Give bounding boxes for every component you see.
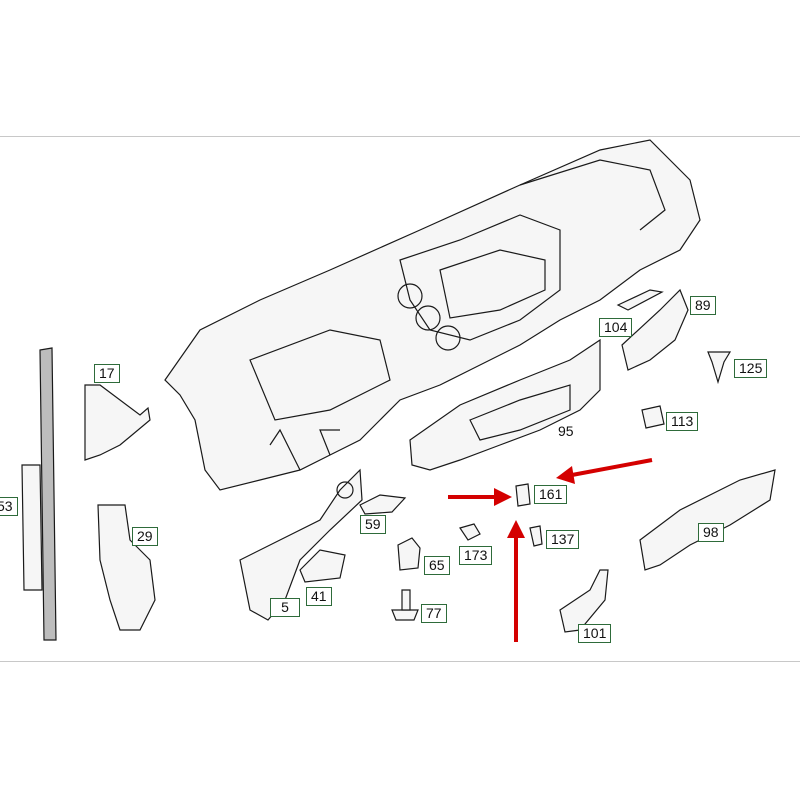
callout-161: 161: [534, 485, 568, 504]
part-161-shape: [515, 483, 531, 507]
part-17-shape: [84, 384, 151, 461]
callout-98: 98: [698, 523, 724, 542]
callout-113: 113: [666, 412, 699, 431]
arrow-right: [571, 458, 653, 477]
callout-104: 104: [599, 318, 633, 337]
part-29-shape: [97, 504, 156, 631]
part-173-shape: [459, 523, 481, 541]
part-137-shape: [529, 525, 543, 547]
callout-89: 89: [690, 296, 716, 315]
callout-77: 77: [421, 604, 447, 623]
part-98-shape: [639, 469, 776, 571]
callout-5: 5: [270, 598, 300, 617]
part-101-shape: [559, 569, 609, 633]
part-113-shape: [641, 405, 665, 429]
callout-41: 41: [306, 587, 332, 606]
part-125-shape: [707, 351, 732, 385]
callout-137: 137: [546, 530, 580, 549]
diagram-frame: [0, 136, 800, 662]
part-41-shape: [299, 549, 346, 583]
callout-17: 17: [94, 364, 120, 383]
callout-101: 101: [578, 624, 612, 643]
part-77-shape: [391, 589, 419, 621]
callout-125: 125: [734, 359, 768, 378]
part-5-shape: [239, 468, 363, 621]
callout-29: 29: [132, 527, 158, 546]
callout-59: 59: [360, 515, 386, 534]
part-95-shape: [409, 338, 601, 471]
callout-173: 173: [459, 546, 493, 565]
callout-65: 65: [424, 556, 450, 575]
part-53-shape: [21, 347, 57, 641]
dashboard-shell: [164, 139, 701, 491]
part-59-shape: [359, 494, 407, 515]
part-104-89-shape: [616, 288, 689, 371]
callout-53: 53: [0, 497, 18, 516]
part-65-shape: [397, 537, 421, 571]
label-95: 95: [558, 423, 574, 439]
highlight-arrows: [448, 458, 653, 642]
